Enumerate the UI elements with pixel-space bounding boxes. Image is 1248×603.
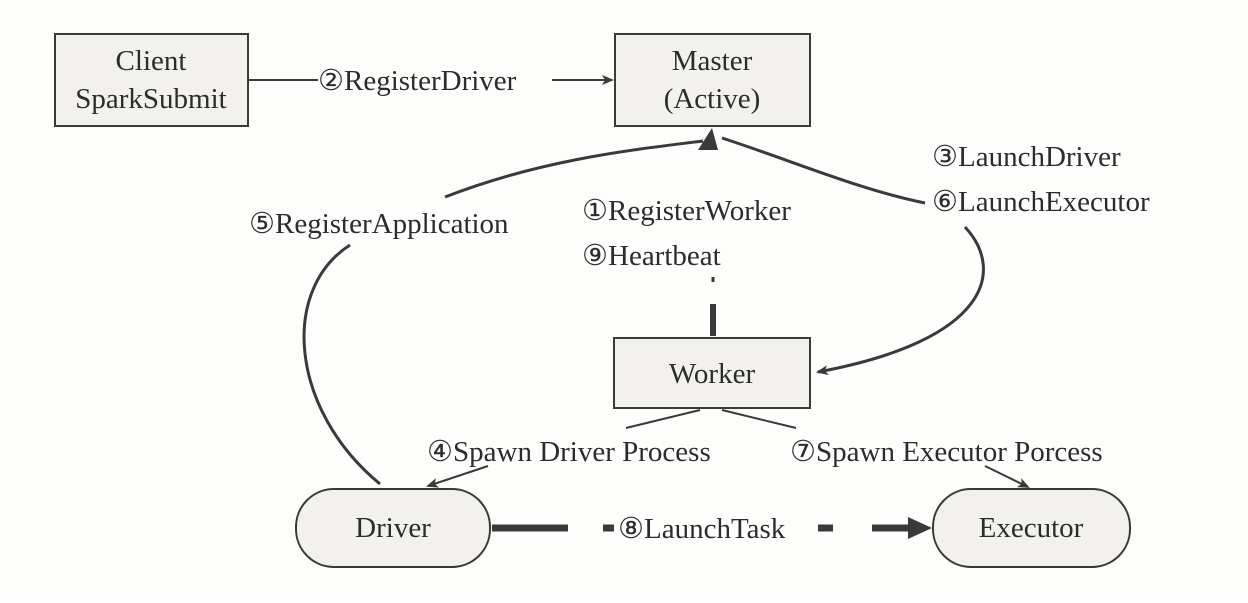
client-node: Client SparkSubmit (54, 33, 249, 127)
client-label-line1: Client (116, 45, 187, 77)
executor-node: Executor (932, 488, 1131, 568)
driver-node: Driver (295, 488, 491, 568)
master-label-line2: (Active) (664, 83, 761, 115)
master-label-line1: Master (672, 45, 753, 77)
register-driver-label: ②RegisterDriver (318, 65, 517, 97)
register-application-label: ⑤RegisterApplication (249, 208, 509, 240)
edge-register-worker: ①RegisterWorker ⑨Heartbeat (582, 195, 791, 336)
edge-launch: ③LaunchDriver ⑥LaunchExecutor (721, 136, 1150, 376)
edge-launch-task: ⑧LaunchTask (492, 513, 932, 545)
launch-task-label: ⑧LaunchTask (618, 513, 786, 545)
edge-register-driver: ②RegisterDriver (248, 65, 614, 97)
heartbeat-label: ⑨Heartbeat (582, 240, 721, 272)
register-worker-label: ①RegisterWorker (582, 195, 791, 227)
spawn-executor-label: ⑦Spawn Executor Porcess (790, 436, 1103, 468)
worker-label: Worker (669, 358, 756, 390)
edge-spawn-executor: ⑦Spawn Executor Porcess (721, 409, 1103, 488)
edge-register-application: ⑤RegisterApplication (249, 128, 718, 486)
spawn-driver-label: ④Spawn Driver Process (427, 436, 711, 468)
master-node: Master (Active) (614, 33, 811, 127)
worker-node: Worker (613, 337, 811, 409)
launch-driver-label: ③LaunchDriver (932, 141, 1121, 173)
driver-label: Driver (355, 512, 431, 544)
client-label-line2: SparkSubmit (75, 83, 226, 115)
edge-spawn-driver: ④Spawn Driver Process (426, 409, 711, 488)
launch-executor-label: ⑥LaunchExecutor (932, 186, 1150, 218)
executor-label: Executor (979, 512, 1084, 544)
